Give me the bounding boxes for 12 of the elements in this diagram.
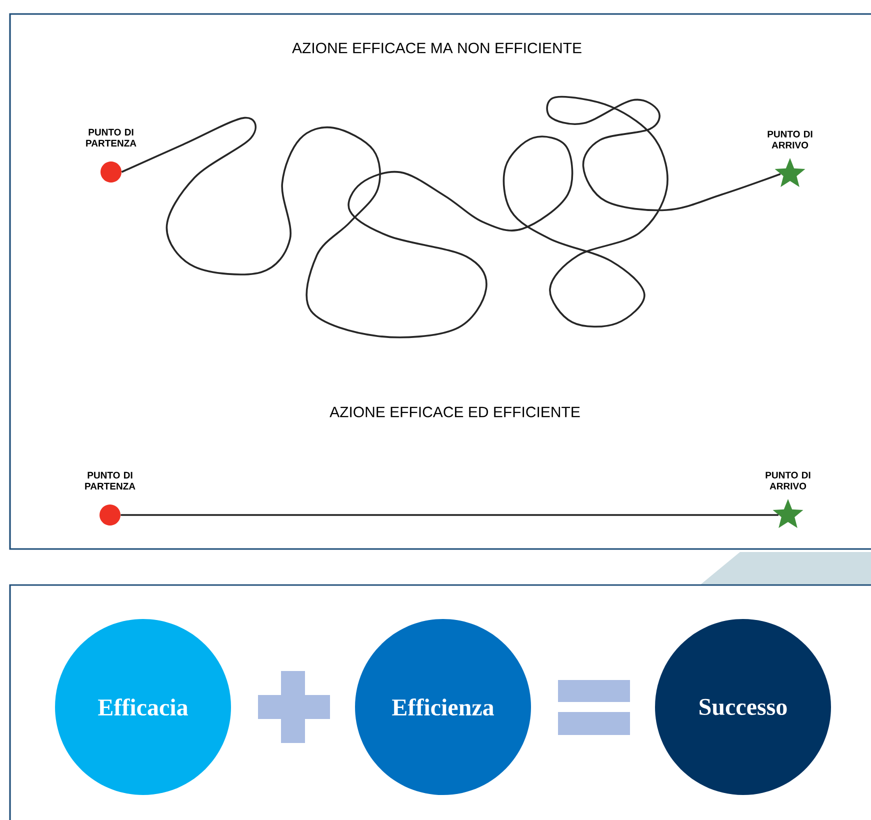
path-line: [120, 514, 778, 516]
finish-star: [774, 158, 806, 187]
heading: AZIONE EFFICACE ED EFFICIENTE: [330, 406, 580, 418]
path-line: [121, 96, 781, 338]
point-label: PUNTO DI PARTENZA: [86, 128, 136, 146]
finish-star: [772, 499, 804, 528]
point-label: PUNTO DI PARTENZA: [85, 472, 136, 490]
point-label: PUNTO DI ARRIVO: [768, 130, 812, 148]
start-dot: [100, 162, 122, 182]
start-dot: [100, 504, 120, 526]
point-label: PUNTO DI ARRIVO: [766, 472, 810, 490]
heading: AZIONE EFFICACE MA NON EFFICIENTE: [292, 42, 582, 54]
